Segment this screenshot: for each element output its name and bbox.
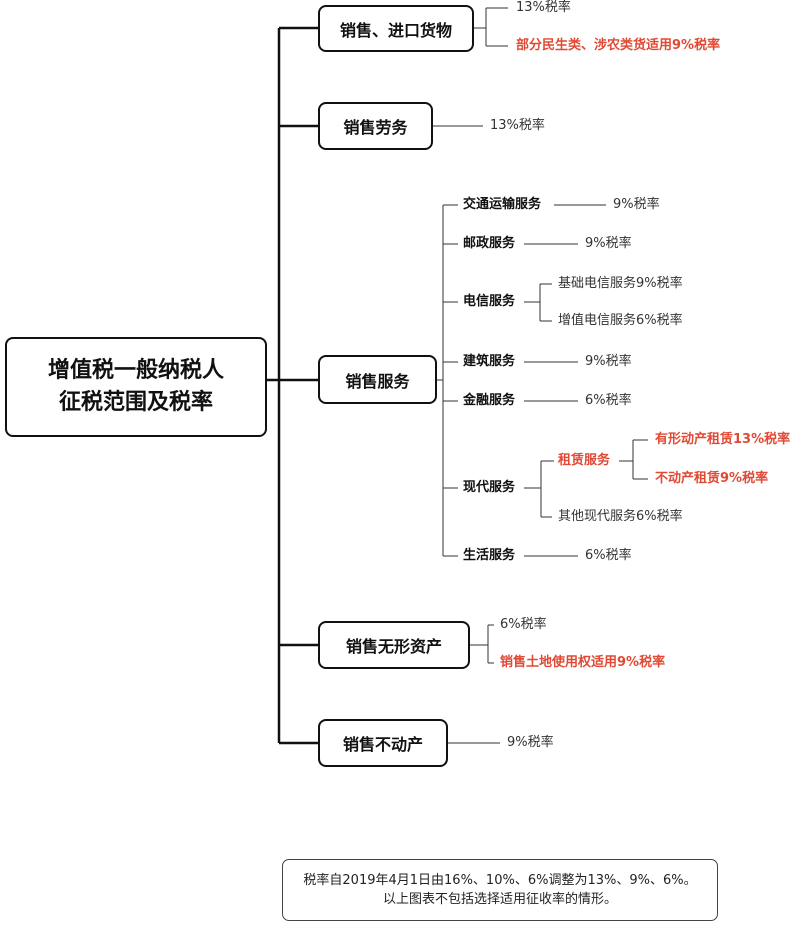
service-transport-rate: 9%税率	[613, 197, 660, 212]
footnote-line2: 以上图表不包括选择适用征收率的情形。	[382, 892, 617, 907]
service-postal-rate: 9%税率	[585, 236, 632, 251]
telecom-connector	[524, 283, 552, 322]
category-services: 销售服务	[318, 355, 437, 404]
footnote-line1: 税率自2019年4月1日由16%、10%、6%调整为13%、9%、6%。	[303, 873, 697, 888]
root-title-line1: 增值税一般纳税人	[47, 358, 224, 384]
service-construction-rate: 9%税率	[585, 354, 632, 369]
footnote-box: 税率自2019年4月1日由16%、10%、6%调整为13%、9%、6%。 以上图…	[282, 859, 718, 921]
category-labor: 销售劳务	[318, 102, 433, 150]
leasing-real-estate-rate: 不动产租赁9%税率	[655, 471, 769, 486]
service-postal: 邮政服务	[463, 236, 516, 251]
leasing-tangible-rate: 有形动产租赁13%税率	[655, 432, 791, 447]
leasing-connector	[619, 439, 648, 480]
goods-connector	[474, 7, 508, 47]
root-title-line2: 征税范围及税率	[58, 390, 213, 415]
service-finance-rate: 6%税率	[585, 393, 632, 408]
labor-rate: 13%税率	[490, 118, 545, 133]
leaf-connectors	[524, 204, 606, 557]
trunk-connector	[267, 26, 318, 745]
modern-other-rate: 其他现代服务6%税率	[558, 509, 683, 524]
service-transport: 交通运输服务	[463, 197, 542, 212]
goods-special-rate: 部分民生类、涉农类货适用9%税率	[516, 38, 721, 53]
telecom-basic-rate: 基础电信服务9%税率	[558, 276, 683, 291]
service-living: 生活服务	[463, 548, 516, 563]
service-finance: 金融服务	[463, 393, 516, 408]
telecom-value-added-rate: 增值电信服务6%税率	[558, 313, 683, 328]
goods-rate: 13%税率	[516, 0, 571, 15]
modern-connector	[524, 460, 554, 518]
modern-leasing: 租赁服务	[558, 453, 611, 468]
category-goods: 销售、进口货物	[318, 5, 474, 52]
intangible-rate: 6%税率	[500, 617, 547, 632]
intangible-special-rate: 销售土地使用权适用9%税率	[500, 655, 666, 670]
intangible-connector	[470, 624, 494, 664]
services-connector	[437, 204, 458, 557]
service-modern: 现代服务	[463, 480, 516, 495]
service-living-rate: 6%税率	[585, 548, 632, 563]
category-intangible: 销售无形资产	[318, 621, 470, 669]
category-real-estate: 销售不动产	[318, 719, 448, 767]
service-telecom: 电信服务	[463, 294, 516, 309]
real-estate-rate: 9%税率	[507, 735, 554, 750]
service-construction: 建筑服务	[463, 354, 516, 369]
root-node: 增值税一般纳税人 征税范围及税率	[5, 337, 267, 437]
